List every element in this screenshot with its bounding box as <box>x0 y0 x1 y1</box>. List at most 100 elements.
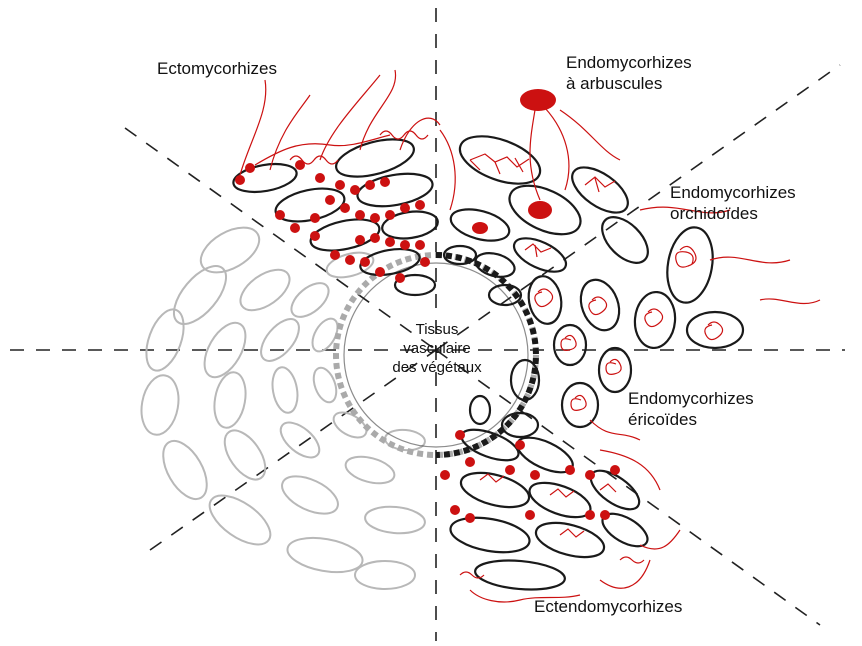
faded-cell <box>364 504 426 535</box>
faded-cell <box>309 365 340 406</box>
fungal-dot <box>310 213 320 223</box>
faded-cell <box>285 277 334 324</box>
hypha <box>400 118 440 150</box>
fungal-dot <box>335 180 345 190</box>
cortex-cell <box>532 516 607 563</box>
label-endomycorhizes-ericoides-line1: Endomycorhizes <box>628 388 754 409</box>
peloton <box>535 289 553 307</box>
spore <box>520 89 556 111</box>
fungal-dot <box>370 213 380 223</box>
cortex-cell <box>457 466 532 513</box>
faded-cell <box>269 365 301 414</box>
label-endomycorhizes-orchidoides-line2: orchidoïdes <box>670 203 796 224</box>
cortex-cell <box>474 557 566 593</box>
hypha <box>320 75 380 160</box>
faded-cell <box>355 561 415 589</box>
fungal-dot <box>450 505 460 515</box>
cortex-cell <box>448 512 532 557</box>
cortex-cell <box>554 325 586 365</box>
hypha <box>560 110 620 160</box>
faded-cell <box>139 304 191 375</box>
fungal-dot <box>380 177 390 187</box>
coil <box>606 359 621 374</box>
fungal-dot <box>440 470 450 480</box>
faded-cell <box>343 452 398 488</box>
faded-cell <box>210 370 249 430</box>
faded-cell <box>384 428 426 451</box>
hypha <box>760 299 820 304</box>
fungal-dot <box>375 267 385 277</box>
fungal-dot <box>610 465 620 475</box>
fungal-dot <box>515 440 525 450</box>
faded-cell <box>154 434 215 506</box>
fungal-dot <box>365 180 375 190</box>
hypha <box>585 177 615 192</box>
fungal-dot <box>600 510 610 520</box>
hypha <box>270 95 310 170</box>
fungal-dot <box>415 200 425 210</box>
label-endomycorhizes-ericoides: Endomycorhizes éricoïdes <box>628 388 754 430</box>
fungal-dot <box>290 223 300 233</box>
peloton <box>676 246 696 267</box>
label-endomycorhizes-orchidoides: Endomycorhizes orchidoïdes <box>670 182 796 224</box>
faded-cell <box>254 312 306 367</box>
fungal-dot <box>275 210 285 220</box>
coil <box>571 395 586 410</box>
label-endomycorhizes-arbuscules-line1: Endomycorhizes <box>566 52 692 73</box>
hypha <box>380 131 428 139</box>
cortex-cell <box>273 183 348 227</box>
fungal-dot <box>315 173 325 183</box>
peloton <box>705 322 723 340</box>
cortex-cell <box>594 209 656 271</box>
label-vascular-tissue-line3: des végétaux <box>372 358 502 377</box>
label-vascular-tissue-line1: Tissus <box>372 320 502 339</box>
cortex-cell <box>562 383 598 427</box>
vesicle <box>472 222 488 234</box>
vesicle <box>528 201 552 219</box>
hypha <box>255 135 390 165</box>
fungal-dot <box>350 185 360 195</box>
label-endomycorhizes-arbuscules-line2: à arbuscules <box>566 73 692 94</box>
cortex-cell <box>599 348 631 392</box>
faded-cell <box>164 257 235 332</box>
faded-cell <box>285 533 365 578</box>
fungal-dot <box>310 231 320 241</box>
fungal-dot <box>355 235 365 245</box>
fungal-dot <box>565 465 575 475</box>
peloton <box>645 309 663 327</box>
cortex-cell <box>565 159 636 222</box>
peloton <box>589 297 607 315</box>
cortex-cell <box>509 231 571 278</box>
fungal-dot <box>395 273 405 283</box>
fungal-dot <box>360 257 370 267</box>
fungal-dot <box>505 465 515 475</box>
faded-cell <box>233 262 296 319</box>
hypha <box>600 560 650 588</box>
fungal-dot <box>385 210 395 220</box>
cortex-cell <box>525 476 595 524</box>
fungal-dot <box>325 195 335 205</box>
fungal-dot <box>340 203 350 213</box>
cortex-cell <box>332 132 418 184</box>
hypha <box>600 450 660 490</box>
hypha <box>545 108 569 190</box>
fungal-dot <box>415 240 425 250</box>
fungal-dot <box>235 175 245 185</box>
label-vascular-tissue: Tissus vasculaire des végétaux <box>372 320 502 377</box>
faded-cell <box>276 469 343 522</box>
cortex-cell <box>633 290 678 349</box>
coil <box>561 335 576 350</box>
fungal-dot <box>345 255 355 265</box>
fungal-dot <box>465 457 475 467</box>
fungal-dot <box>355 210 365 220</box>
fungal-dot <box>400 203 410 213</box>
label-endomycorhizes-arbuscules: Endomycorhizes à arbuscules <box>566 52 692 94</box>
faded-cell <box>217 423 274 486</box>
cortex-cell <box>574 274 626 335</box>
fungal-dot <box>525 510 535 520</box>
fungal-dot <box>530 470 540 480</box>
fungal-dot <box>455 430 465 440</box>
fungal-dot <box>400 240 410 250</box>
fungal-dot <box>370 233 380 243</box>
